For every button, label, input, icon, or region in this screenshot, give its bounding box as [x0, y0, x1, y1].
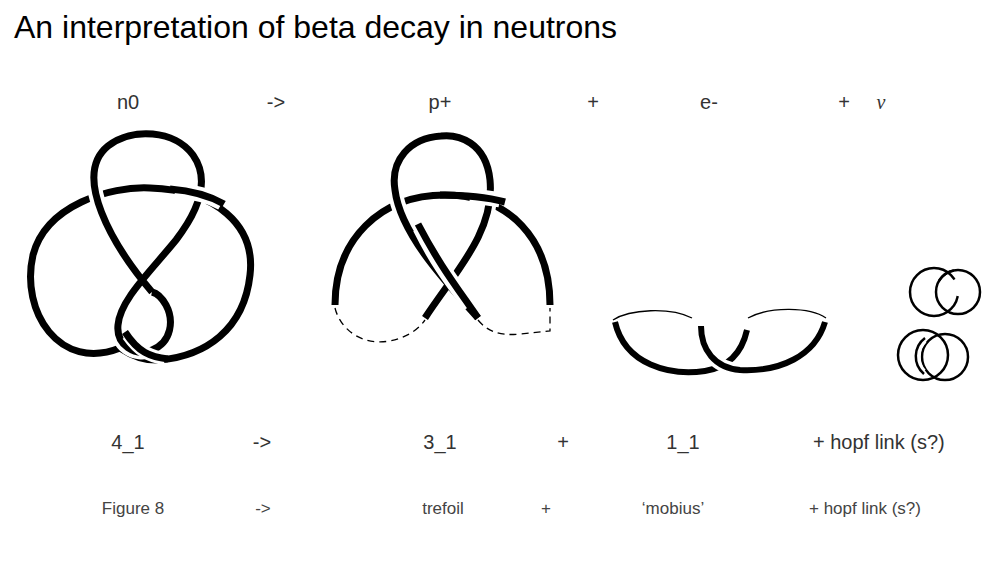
caption-label: ‘mobius’ — [642, 499, 704, 519]
figure-eight-knot — [31, 134, 251, 360]
caption-label: e- — [700, 90, 718, 114]
caption-label: + hopf link (s?) — [813, 430, 945, 454]
mobius-band — [613, 309, 826, 372]
caption-label: trefoil — [422, 499, 464, 519]
caption-label: p+ — [429, 90, 452, 114]
trefoil-knot — [335, 136, 550, 342]
caption-label: n0 — [117, 90, 139, 114]
caption-label: -> — [253, 430, 271, 454]
caption-label: -> — [255, 499, 271, 519]
hopf-link — [898, 268, 980, 380]
caption-label: 1_1 — [666, 430, 699, 454]
caption-label: + — [838, 90, 850, 114]
caption-label: 3_1 — [423, 430, 456, 454]
caption-label: 4_1 — [111, 430, 144, 454]
caption-label: + — [557, 430, 569, 454]
caption-label: Figure 8 — [102, 499, 164, 519]
caption-label: -> — [267, 90, 285, 114]
caption-label: + hopf link (s?) — [809, 499, 921, 519]
caption-label: + — [541, 499, 551, 519]
page-title: An interpretation of beta decay in neutr… — [14, 8, 617, 46]
caption-label: + — [587, 90, 599, 114]
caption-label: ν — [877, 90, 886, 114]
